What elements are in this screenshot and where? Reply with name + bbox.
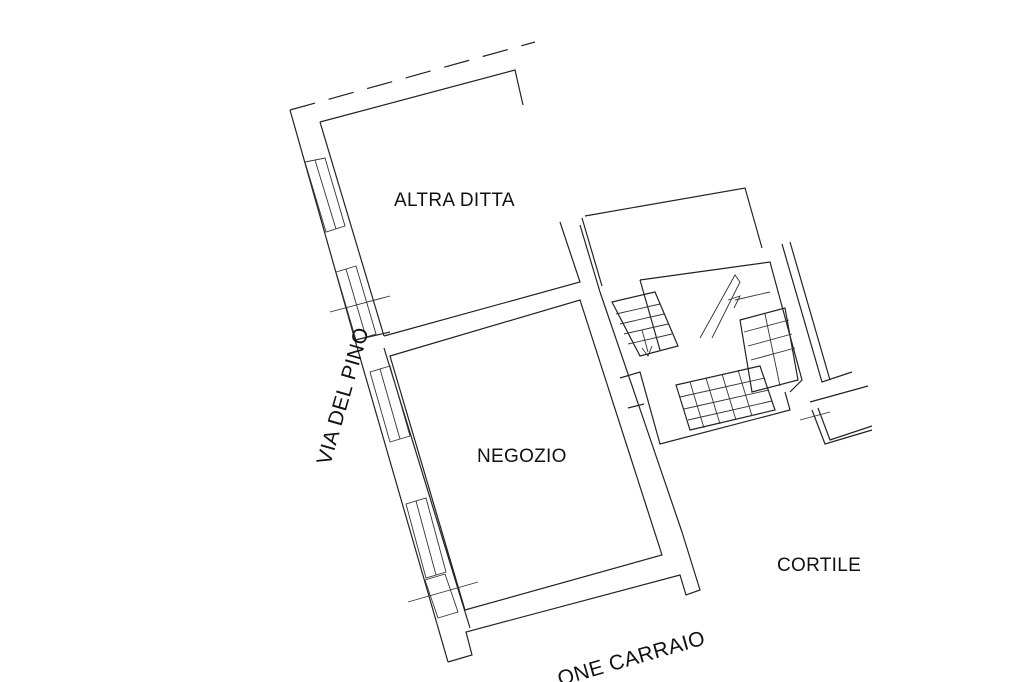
courtyard-walls: [781, 241, 873, 445]
altra-ditta-walls: [289, 41, 581, 341]
room-label-altra-ditta: ALTRA DITTA: [394, 190, 515, 211]
street-label-via-del-pino: VIA DEL PINO: [313, 325, 374, 468]
room-label-cortile: CORTILE: [777, 555, 861, 576]
upper-windows: [304, 157, 391, 341]
stair-core: [579, 187, 803, 445]
lower-windows: [369, 365, 479, 619]
room-label-negozio: NEGOZIO: [477, 446, 567, 467]
negozio-walls: [354, 291, 701, 663]
street-label-portone-carraio: ONE CARRAIO: [555, 627, 708, 682]
